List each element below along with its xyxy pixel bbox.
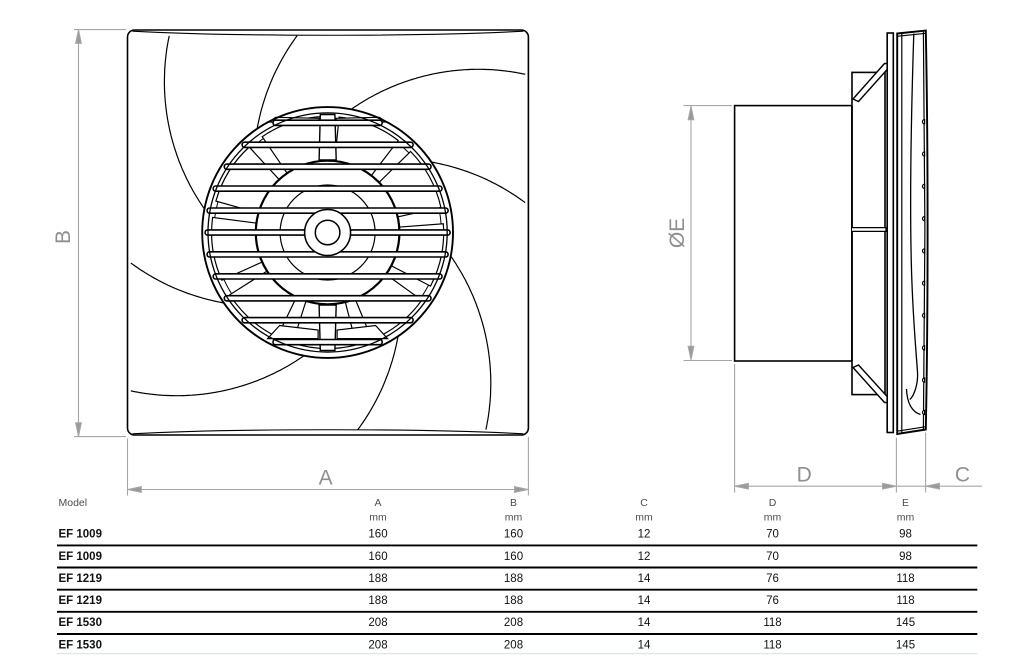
svg-text:EF 1219: EF 1219 bbox=[59, 573, 102, 585]
svg-text:EF 1219: EF 1219 bbox=[59, 595, 102, 607]
svg-text:208: 208 bbox=[504, 617, 523, 629]
svg-text:160: 160 bbox=[504, 529, 523, 541]
svg-text:188: 188 bbox=[504, 573, 523, 585]
svg-text:70: 70 bbox=[766, 529, 779, 541]
svg-text:76: 76 bbox=[766, 595, 779, 607]
svg-text:208: 208 bbox=[368, 617, 387, 629]
svg-text:mm: mm bbox=[635, 512, 653, 524]
svg-text:98: 98 bbox=[899, 529, 912, 541]
svg-text:76: 76 bbox=[766, 573, 779, 585]
svg-text:160: 160 bbox=[368, 551, 387, 563]
svg-text:ØE: ØE bbox=[666, 218, 689, 248]
svg-text:14: 14 bbox=[638, 595, 651, 607]
svg-text:C: C bbox=[640, 497, 648, 509]
svg-text:D: D bbox=[797, 464, 812, 487]
svg-text:118: 118 bbox=[763, 617, 781, 629]
svg-text:188: 188 bbox=[368, 573, 387, 585]
svg-text:B: B bbox=[52, 230, 75, 244]
svg-text:EF 1530: EF 1530 bbox=[59, 617, 102, 629]
svg-text:EF 1009: EF 1009 bbox=[59, 529, 102, 541]
svg-text:A: A bbox=[374, 497, 381, 509]
svg-text:C: C bbox=[955, 464, 970, 487]
svg-text:mm: mm bbox=[505, 512, 523, 524]
svg-text:EF 1530: EF 1530 bbox=[59, 639, 102, 651]
svg-text:D: D bbox=[769, 497, 777, 509]
svg-text:208: 208 bbox=[368, 639, 387, 651]
svg-text:118: 118 bbox=[763, 639, 781, 651]
svg-text:188: 188 bbox=[504, 595, 523, 607]
svg-text:Model: Model bbox=[59, 497, 88, 509]
svg-text:mm: mm bbox=[897, 512, 915, 524]
svg-text:145: 145 bbox=[896, 617, 915, 629]
svg-text:160: 160 bbox=[368, 529, 387, 541]
svg-text:12: 12 bbox=[638, 529, 651, 541]
svg-text:mm: mm bbox=[764, 512, 782, 524]
svg-text:118: 118 bbox=[896, 595, 914, 607]
svg-text:188: 188 bbox=[368, 595, 387, 607]
svg-text:118: 118 bbox=[896, 573, 914, 585]
svg-text:12: 12 bbox=[638, 551, 651, 563]
svg-text:B: B bbox=[510, 497, 517, 509]
svg-text:14: 14 bbox=[638, 639, 651, 651]
svg-text:mm: mm bbox=[369, 512, 387, 524]
svg-text:EF 1009: EF 1009 bbox=[59, 551, 102, 563]
svg-text:145: 145 bbox=[896, 639, 915, 651]
svg-text:E: E bbox=[902, 497, 909, 509]
svg-text:160: 160 bbox=[504, 551, 523, 563]
svg-text:70: 70 bbox=[766, 551, 779, 563]
svg-text:98: 98 bbox=[899, 551, 912, 563]
svg-text:A: A bbox=[319, 467, 333, 490]
svg-text:208: 208 bbox=[504, 639, 523, 651]
svg-text:14: 14 bbox=[638, 617, 651, 629]
svg-text:14: 14 bbox=[638, 573, 651, 585]
